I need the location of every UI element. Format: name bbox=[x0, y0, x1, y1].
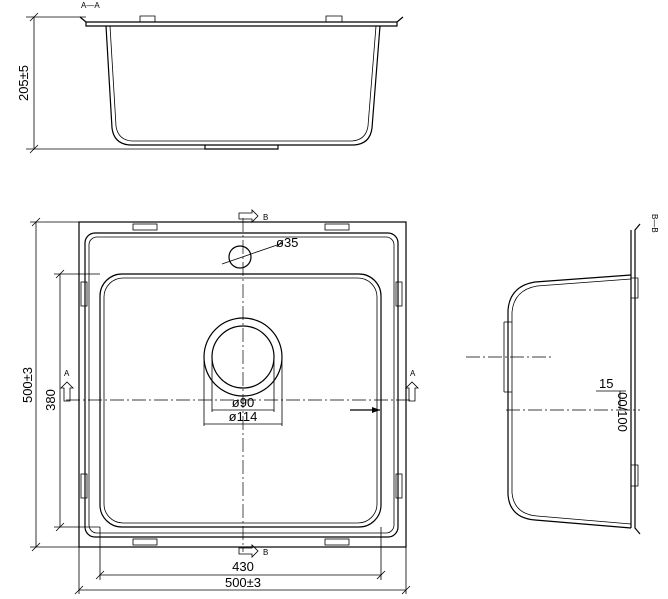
side-dimensions-label: 00/100 bbox=[615, 392, 630, 432]
sink-plan-view: ø35 ø90 ø114 bbox=[66, 218, 412, 552]
tap-hole-diameter-label: ø35 bbox=[276, 235, 298, 250]
outer-width-label: 500±3 bbox=[225, 575, 261, 590]
section-aa-label: A—A bbox=[81, 1, 100, 10]
inner-height-label: 380 bbox=[43, 389, 58, 411]
section-bb-label: B—B bbox=[650, 214, 659, 233]
plan-height-dimensions: 500±3 380 bbox=[20, 217, 100, 552]
section-b-bottom-marker: B bbox=[263, 548, 268, 557]
plan-width-dimensions: 430 500±3 bbox=[74, 527, 411, 595]
section-bb-view: 15 00/100 B—B bbox=[466, 214, 659, 535]
depth-dimension-label: 205±5 bbox=[16, 65, 31, 101]
radius-dimension-label: 15 bbox=[599, 376, 613, 391]
section-a-left-marker: A bbox=[64, 369, 70, 378]
outer-height-label: 500±3 bbox=[20, 367, 35, 403]
section-b-top-marker: B bbox=[263, 213, 268, 222]
section-markers: B B A A bbox=[60, 209, 419, 558]
section-a-right-marker: A bbox=[410, 369, 416, 378]
inner-width-label: 430 bbox=[232, 559, 254, 574]
depth-dimension: 205±5 bbox=[16, 12, 205, 154]
section-aa-view: A—A bbox=[79, 1, 404, 150]
